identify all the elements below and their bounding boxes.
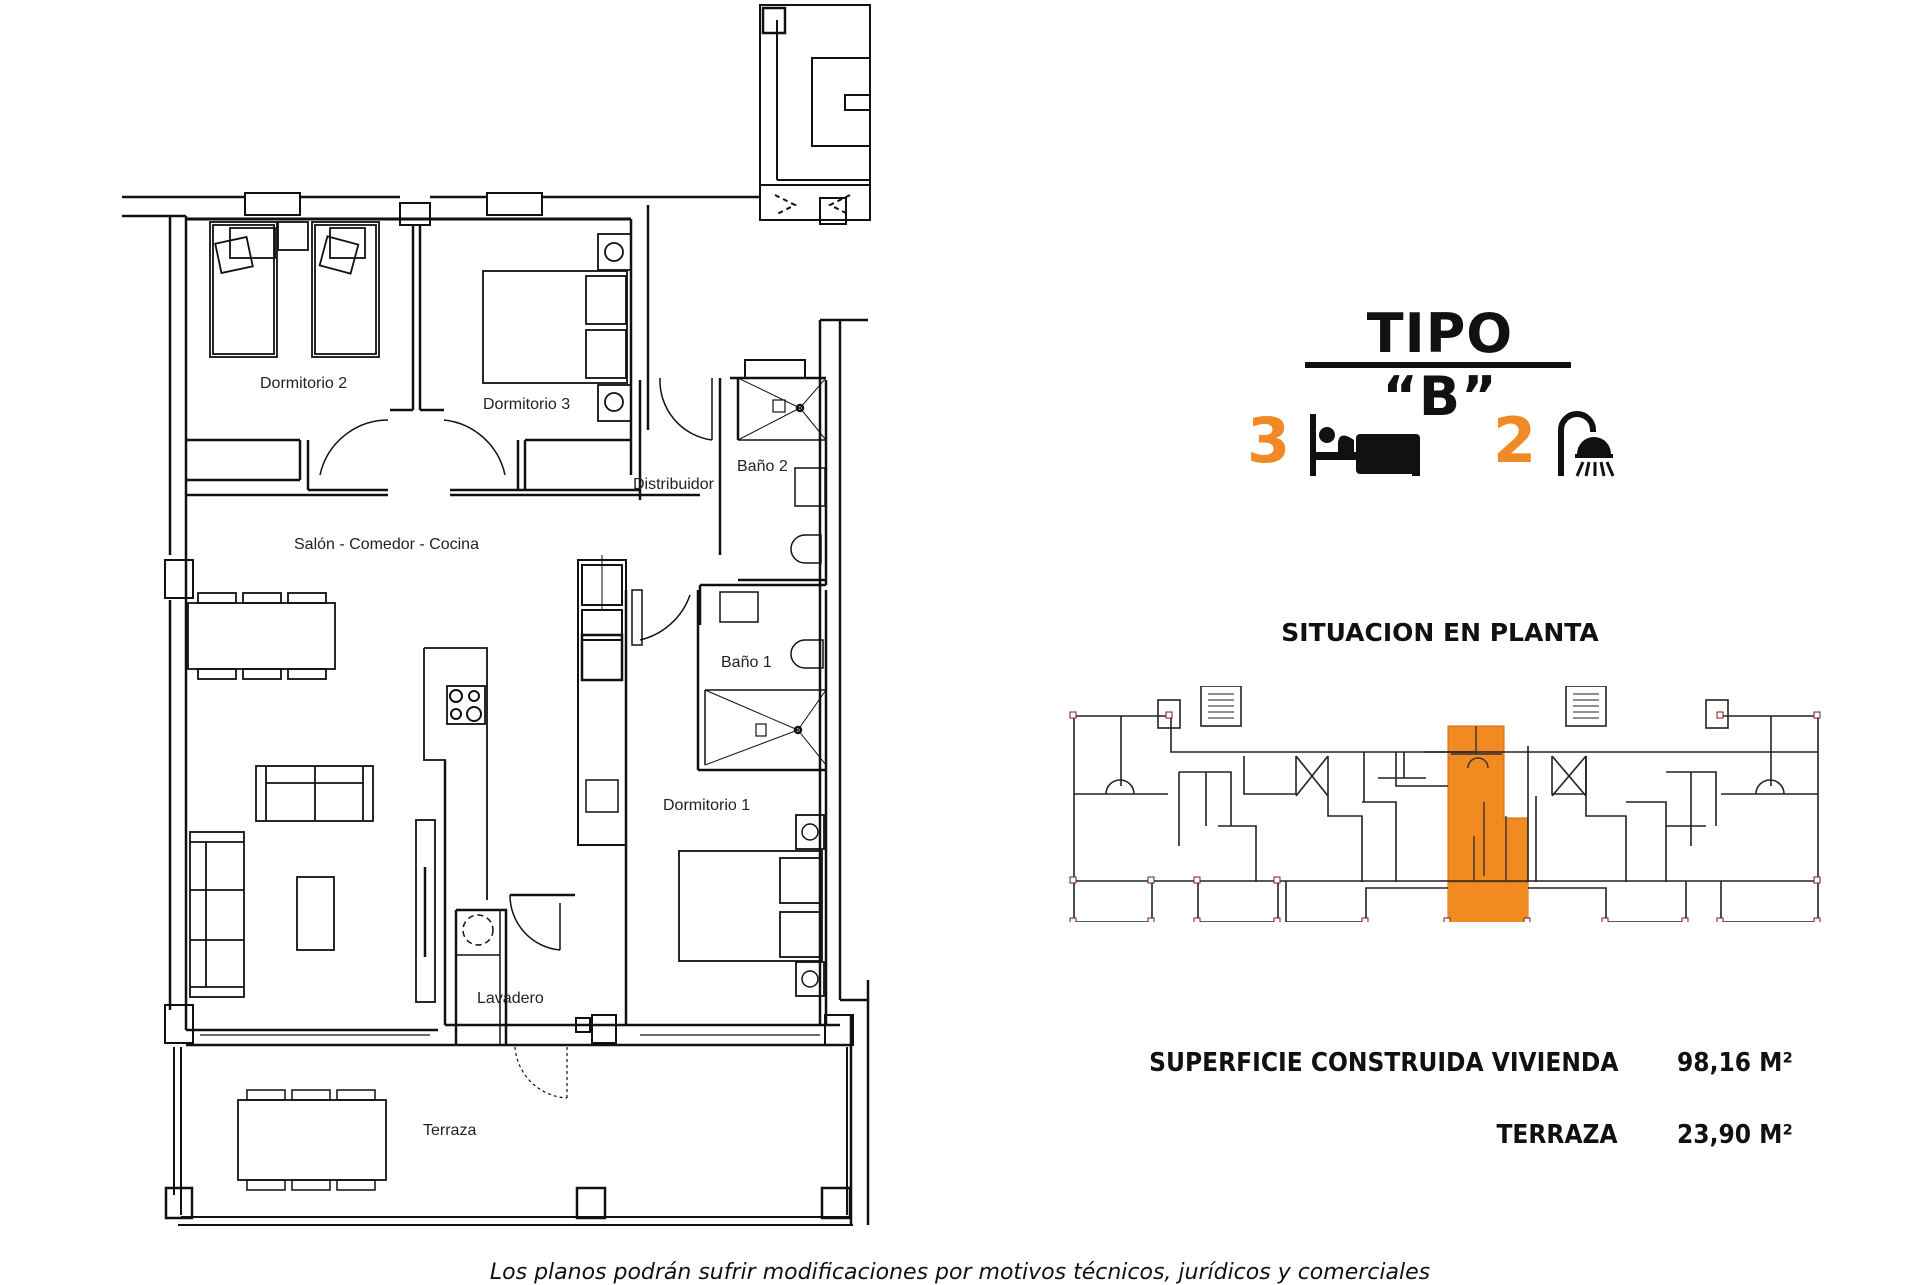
room-label-terraza: Terraza xyxy=(423,1122,477,1139)
title-underline xyxy=(1305,362,1571,368)
living-furniture xyxy=(187,592,436,1003)
bano-1-walls xyxy=(639,590,828,1025)
terrace xyxy=(164,1046,853,1226)
unit-type-title: TIPO “B” xyxy=(1366,302,1514,428)
bedroom-count: 3 xyxy=(1247,404,1291,477)
room-label-bano-1: Baño 1 xyxy=(721,654,772,671)
shower-icon xyxy=(1558,411,1615,477)
room-label-distribuidor: Distribuidor xyxy=(633,476,714,493)
room-label-bano-2: Baño 2 xyxy=(737,458,788,475)
disclaimer-text: Los planos podrán sufrir modificaciones … xyxy=(489,1260,1431,1285)
bed-icon xyxy=(1310,414,1420,476)
room-label-dormitorio-1: Dormitorio 1 xyxy=(663,797,751,814)
area-label-terraza: TERRAZA xyxy=(1496,1120,1618,1150)
area-label-vivienda: SUPERFICIE CONSTRUIDA VIVIENDA xyxy=(1148,1048,1618,1078)
area-value-terraza: 23,90 M² xyxy=(1677,1120,1793,1150)
bathroom-count: 2 xyxy=(1493,404,1537,477)
situation-title: SITUACION EN PLANTA xyxy=(1281,618,1599,647)
lower-rooms xyxy=(443,760,840,1045)
bedroom-walls xyxy=(186,219,700,497)
area-value-vivienda: 98,16 M² xyxy=(1677,1048,1793,1078)
bano-2-walls xyxy=(638,359,828,625)
upper-structure xyxy=(759,4,871,225)
kitchen xyxy=(423,555,643,1025)
twin-beds xyxy=(209,221,380,358)
room-label-lavadero: Lavadero xyxy=(477,990,544,1007)
front-wall xyxy=(164,559,854,1047)
building-situation-plan xyxy=(1069,686,1821,922)
double-bed-3 xyxy=(482,233,632,422)
room-label-salon-comedor-cocina: Salón - Comedor - Cocina xyxy=(294,536,479,553)
outer-walls xyxy=(122,192,870,1225)
room-label-dormitorio-2: Dormitorio 2 xyxy=(260,375,348,392)
room-label-dormitorio-3: Dormitorio 3 xyxy=(483,396,571,413)
